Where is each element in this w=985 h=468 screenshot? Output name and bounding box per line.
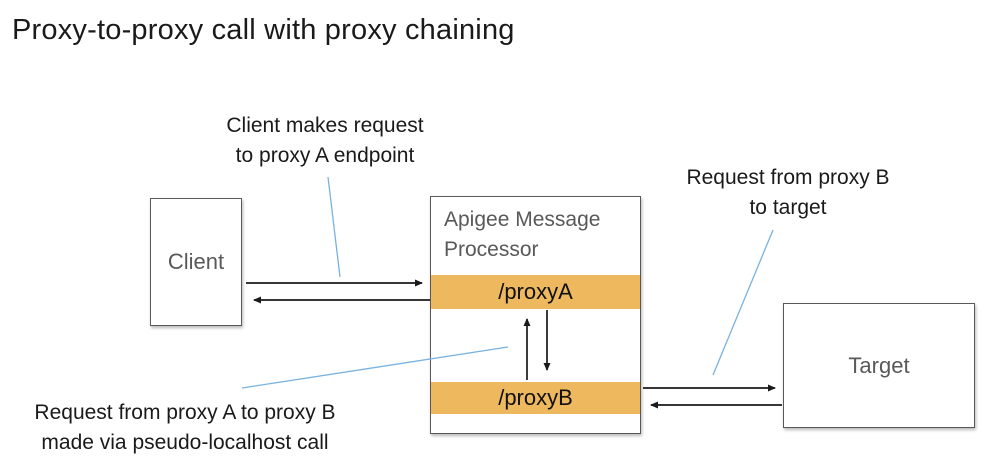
- leader-line-proxyb-to-target: [712, 229, 774, 376]
- proxy-b-bar: /proxyB: [431, 382, 640, 414]
- annotation-proxya-to-proxyb: Request from proxy A to proxy B made via…: [10, 398, 360, 458]
- annotation-line: to proxy A endpoint: [235, 144, 415, 167]
- proxy-a-bar: /proxyA: [431, 275, 640, 309]
- annotation-line: Request from proxy B: [686, 166, 890, 189]
- client-box: Client: [150, 198, 242, 326]
- annotation-line: Request from proxy A to proxy B: [34, 401, 336, 424]
- annotation-line: to target: [749, 196, 827, 219]
- client-box-label: Client: [167, 249, 225, 274]
- annotation-line: Client makes request: [226, 114, 424, 137]
- leader-line-client-request: [327, 176, 341, 278]
- target-box: Target: [783, 303, 975, 428]
- page-title: Proxy-to-proxy call with proxy chaining: [12, 14, 515, 46]
- annotation-proxyb-to-target: Request from proxy B to target: [638, 163, 938, 223]
- proxy-b-label: /proxyB: [498, 385, 573, 410]
- proxy-a-label: /proxyA: [498, 279, 573, 304]
- apigee-box-label: Apigee Message Processor: [444, 208, 601, 261]
- apigee-message-processor-box: Apigee Message Processor /proxyA /proxyB: [430, 196, 641, 434]
- annotation-client-request: Client makes request to proxy A endpoint: [175, 111, 475, 171]
- annotation-line: made via pseudo-localhost call: [41, 431, 329, 454]
- target-box-label: Target: [848, 352, 910, 378]
